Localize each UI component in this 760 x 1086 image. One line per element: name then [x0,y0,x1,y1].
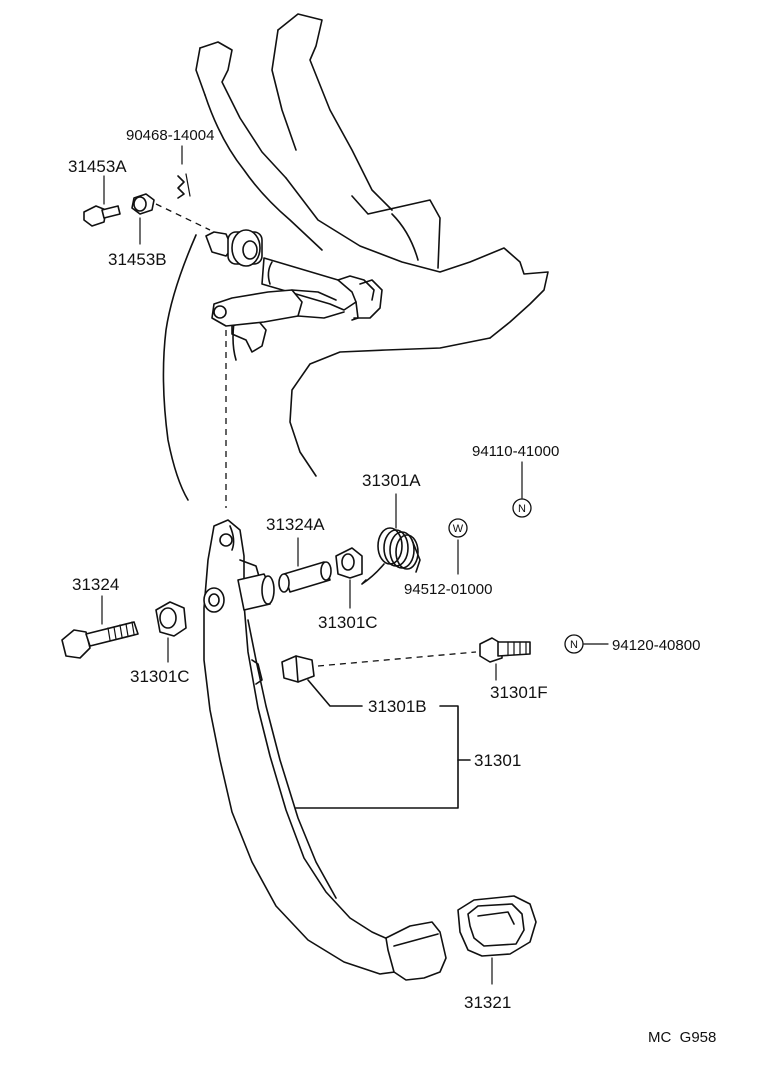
clip-pin-90468 [177,145,191,199]
bushing-31453b [131,193,155,245]
label-31324: 31324 [72,575,119,594]
symbol-n-top-text: N [518,503,526,515]
bolt-31301f [479,637,531,681]
symbol-n-top: N [512,498,532,518]
pedal-pad-attached [385,921,447,981]
label-31453b: 31453B [108,250,167,269]
bolt-31324 [61,595,139,659]
label-31301: 31301 [474,751,521,770]
symbol-w-mid-text: W [453,523,464,535]
label-90468-14004: 90468-14004 [126,127,214,144]
label-31301c-left: 31301C [130,667,190,686]
collar-31324a [278,537,332,593]
label-31301c-right: 31301C [318,613,378,632]
master-cylinder-pushrod [205,229,383,327]
pedal-pad-31321 [457,895,537,985]
spring-31301a [361,493,421,585]
stopper-31301b [281,655,363,707]
assembly-line-bolt [155,203,211,231]
callout-bracket-31301 [295,705,471,809]
label-31301f: 31301F [490,683,548,702]
symbol-n-right-text: N [570,639,578,651]
symbol-n-right: N [564,634,584,654]
pedal-bracket [162,13,549,501]
symbol-w-mid: W [448,518,468,538]
label-31324a: 31324A [266,515,325,534]
label-31453a: 31453A [68,157,127,176]
label-31301b: 31301B [368,697,427,716]
bolt-31453a [83,175,121,227]
label-94512-01000: 94512-01000 [404,581,492,598]
label-31301a: 31301A [362,471,421,490]
diagram-code: MC G958 [648,1029,716,1046]
label-31321: 31321 [464,993,511,1012]
assembly-line-stopper [317,651,477,667]
bushing-31301c-left [155,601,187,663]
label-94120-40800: 94120-40800 [612,637,700,654]
bushing-31301c-right [335,547,363,609]
clutch-pedal-arm [203,519,411,975]
label-94110-41000: 94110-41000 [472,443,559,460]
